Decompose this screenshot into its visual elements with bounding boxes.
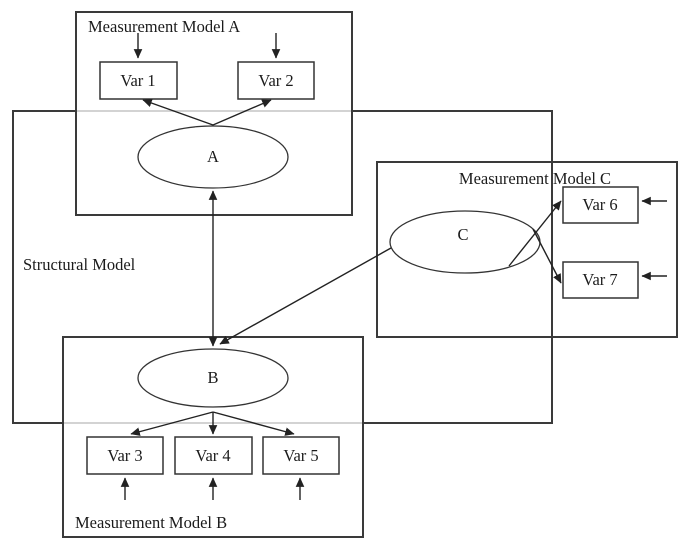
var-2-box (237, 61, 315, 100)
var-6-box (562, 186, 639, 224)
latent-b-ellipse (137, 348, 289, 408)
arrow-b-to-var-5 (212, 411, 295, 436)
arrow-a-to-var-2 (212, 99, 272, 126)
var-5-label: Var 5 (283, 446, 318, 465)
latent-c-label: C (457, 225, 468, 244)
measurement-model-b-label: Measurement Model B (75, 513, 227, 532)
var-1-box (99, 61, 178, 100)
var-6-label: Var 6 (582, 195, 617, 214)
var-3-box (86, 436, 164, 475)
arrow-a-to-var-1 (142, 98, 214, 126)
arrow-c-to-b (219, 247, 392, 345)
latent-a-ellipse (137, 125, 289, 189)
measurement-model-c-box (376, 161, 678, 338)
measurement-model-a-label: Measurement Model A (88, 17, 240, 36)
arrow-b-to-var-3 (130, 411, 214, 436)
latent-b-label: B (207, 368, 218, 387)
var-7-box (562, 261, 639, 299)
arrow-c-to-var-7 (532, 228, 562, 284)
var-7-label: Var 7 (582, 270, 617, 289)
var-5-box (262, 436, 340, 475)
var-2-label: Var 2 (258, 71, 293, 90)
var-4-box (174, 436, 253, 475)
var-1-label: Var 1 (120, 71, 155, 90)
structural-model-label: Structural Model (23, 255, 136, 274)
var-4-label: Var 4 (195, 446, 230, 465)
measurement-model-c-label: Measurement Model C (459, 169, 611, 188)
var-3-label: Var 3 (107, 446, 142, 465)
latent-a-label: A (207, 147, 219, 166)
